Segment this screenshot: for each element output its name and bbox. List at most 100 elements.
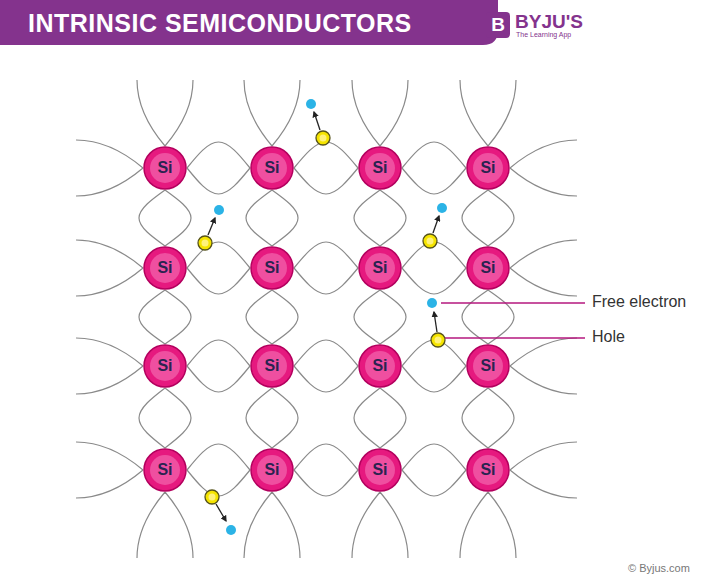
atom-circle [467,147,509,189]
atom-outline [358,448,402,492]
atom-circle [251,345,293,387]
outer-bond-bottom [137,492,516,558]
atom-circle [144,147,186,189]
atom-outline [250,344,294,388]
covalent-bond [294,340,358,392]
covalent-bond [246,190,298,246]
silicon-atom: Si [466,246,510,290]
silicon-atom: Si [250,448,294,492]
covalent-bond [462,388,514,448]
covalent-bond [139,290,191,344]
silicon-atom: Si [466,146,510,190]
callout-label: Free electron [592,293,686,311]
atom-core [257,153,287,183]
covalent-bond [294,142,358,194]
title-banner [0,0,498,45]
atom-outline [466,448,510,492]
element-symbol: Si [264,159,279,177]
element-symbol: Si [157,357,172,375]
atom-core [150,351,180,381]
hole-center [320,135,327,142]
atom-circle [144,345,186,387]
element-symbol: Si [264,357,279,375]
logo-letter: B [486,14,510,36]
electron-hole-pair [306,99,330,145]
atom-core [150,253,180,283]
element-symbol: Si [157,259,172,277]
covalent-bond [354,388,406,448]
hole [316,131,330,145]
atom-outline [250,448,294,492]
outer-bonds [76,80,577,558]
element-symbol: Si [480,159,495,177]
atom-outline [358,246,402,290]
element-symbol: Si [372,461,387,479]
silicon-atom: Si [143,448,187,492]
atom-core [150,455,180,485]
motion-arrow [314,112,320,130]
atom-circle [251,449,293,491]
atom-outline [466,146,510,190]
silicon-atom: Si [250,146,294,190]
silicon-atom: Si [358,448,402,492]
atom-circle [359,147,401,189]
element-symbol: Si [372,159,387,177]
brand-tagline: The Learning App [516,31,571,38]
covalent-bond [354,290,406,344]
silicon-atom: Si [143,344,187,388]
element-symbol: Si [480,461,495,479]
electron-hole-pair [427,298,445,347]
hole [198,236,212,250]
hole-center [202,240,209,247]
motion-arrow [433,216,439,233]
silicon-atom: Si [358,246,402,290]
hole [423,234,437,248]
atom-circle [144,449,186,491]
silicon-atom: Si [143,146,187,190]
covalent-bond [294,242,358,294]
atom-outline [143,146,187,190]
atom-core [473,455,503,485]
silicon-atom: Si [358,146,402,190]
element-symbol: Si [157,159,172,177]
silicon-atom: Si [358,344,402,388]
atom-circle [251,247,293,289]
atom-core [257,253,287,283]
atom-core [257,455,287,485]
atom-circle [467,449,509,491]
free-electron [214,205,224,215]
element-symbol: Si [264,461,279,479]
silicon-atom: Si [466,448,510,492]
atom-circle [251,147,293,189]
atom-core [365,455,395,485]
diagram-title: INTRINSIC SEMICONDUCTORS [28,9,412,38]
covalent-bond [402,142,466,194]
brand-name: BYJU'S [515,11,583,33]
atom-circle [359,345,401,387]
element-symbol: Si [372,357,387,375]
silicon-atom: Si [143,246,187,290]
hole [205,490,219,504]
atom-core [257,351,287,381]
atom-circle [467,247,509,289]
covalent-bond [402,340,466,392]
atom-outline [466,246,510,290]
element-symbol: Si [264,259,279,277]
silicon-atom: Si [466,344,510,388]
motion-arrow [208,218,215,235]
atom-outline [250,146,294,190]
electron-hole-pair [423,203,447,248]
covalent-bond [246,388,298,448]
covalent-bond [187,444,250,496]
outer-bond-left [76,140,143,498]
motion-arrow [216,504,226,521]
covalent-bond [402,242,466,294]
covalent-bond [402,444,466,496]
atom-circle [467,345,509,387]
element-symbol: Si [480,357,495,375]
